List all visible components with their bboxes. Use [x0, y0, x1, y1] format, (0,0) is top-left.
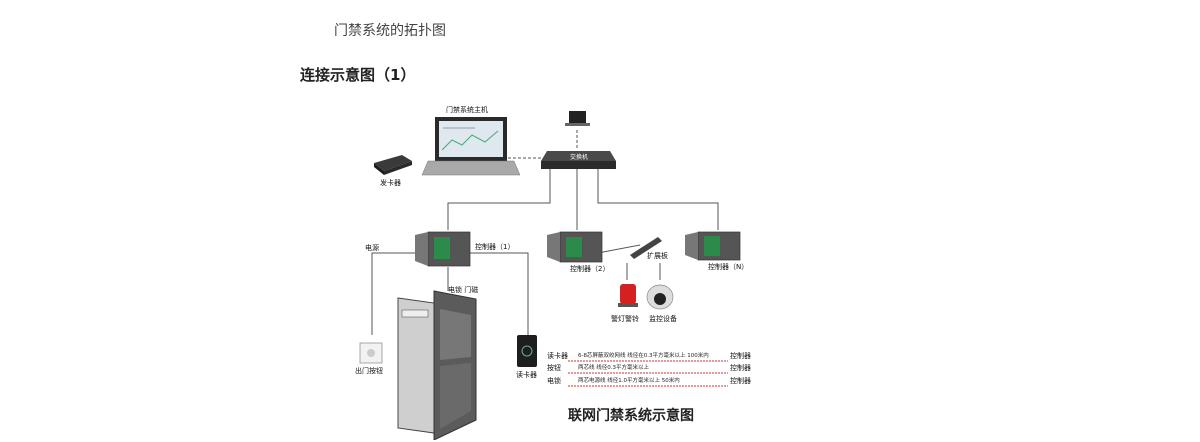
surveillance-camera-icon — [646, 284, 674, 310]
diagram-caption: 联网门禁系统示意图 — [568, 407, 694, 424]
alarm-light-icon — [618, 284, 638, 307]
controller-2-label: 控制器（2） — [570, 264, 609, 273]
wiring-row: 读卡器 6-8芯屏蔽双绞网线 线径在0.3平方毫米以上 100米内 控制器 — [547, 351, 751, 362]
controller-2-icon — [547, 231, 603, 263]
alarm-label: 警灯警铃 — [611, 314, 639, 323]
wiring-from-0: 读卡器 — [547, 351, 568, 360]
connection-lines — [371, 130, 719, 335]
card-issuer-icon — [374, 155, 412, 175]
controller-n-label: 控制器（N） — [708, 262, 748, 271]
exit-button-label: 出门按钮 — [355, 366, 383, 375]
card-reader-label: 读卡器 — [516, 370, 537, 379]
wiring-spec-1: 两芯线 线径0.3平方毫米以上 — [578, 363, 649, 371]
controller-1-icon — [415, 231, 471, 267]
access-control-topology-diagram: 门禁系统主机 发卡器 交换机 电源 控制器（1） 控制器（2） 扩展板 控制器（… — [355, 105, 751, 440]
network-switch-icon — [541, 151, 616, 169]
wiring-to-0: 控制器 — [730, 351, 751, 360]
wiring-spec-0: 6-8芯屏蔽双绞网线 线径在0.3平方毫米以上 100米内 — [578, 351, 709, 359]
card-issuer-label: 发卡器 — [380, 178, 401, 187]
controller-1-label: 控制器（1） — [475, 242, 514, 251]
page-title: 门禁系统的拓扑图 — [334, 23, 446, 39]
lock-label: 电锁 门磁 — [448, 285, 478, 294]
camera-label: 监控设备 — [649, 314, 677, 323]
door-icon — [397, 290, 477, 440]
card-reader-icon — [517, 335, 537, 367]
laptop-icon — [565, 111, 590, 126]
wiring-spec-2: 两芯电源线 线径1.0平方毫米以上 50米内 — [578, 376, 680, 384]
host-label: 门禁系统主机 — [446, 105, 488, 114]
wiring-table: 读卡器 6-8芯屏蔽双绞网线 线径在0.3平方毫米以上 100米内 控制器 按钮… — [547, 351, 751, 387]
switch-label: 交换机 — [570, 153, 588, 161]
controller-n-icon — [685, 231, 741, 261]
expansion-board-label: 扩展板 — [647, 251, 668, 260]
expansion-board-icon — [630, 237, 662, 259]
power-label: 电源 — [365, 243, 379, 252]
wiring-row: 电锁 两芯电源线 线径1.0平方毫米以上 50米内 控制器 — [547, 376, 751, 387]
wiring-to-1: 控制器 — [730, 363, 751, 372]
wiring-row: 按钮 两芯线 线径0.3平方毫米以上 控制器 — [547, 363, 751, 374]
wiring-from-1: 按钮 — [547, 363, 561, 372]
host-computer-icon — [421, 117, 521, 176]
wiring-to-2: 控制器 — [730, 376, 751, 385]
exit-button-icon — [359, 342, 383, 364]
wiring-from-2: 电锁 — [547, 376, 561, 385]
section-subtitle: 连接示意图（1） — [300, 66, 416, 84]
